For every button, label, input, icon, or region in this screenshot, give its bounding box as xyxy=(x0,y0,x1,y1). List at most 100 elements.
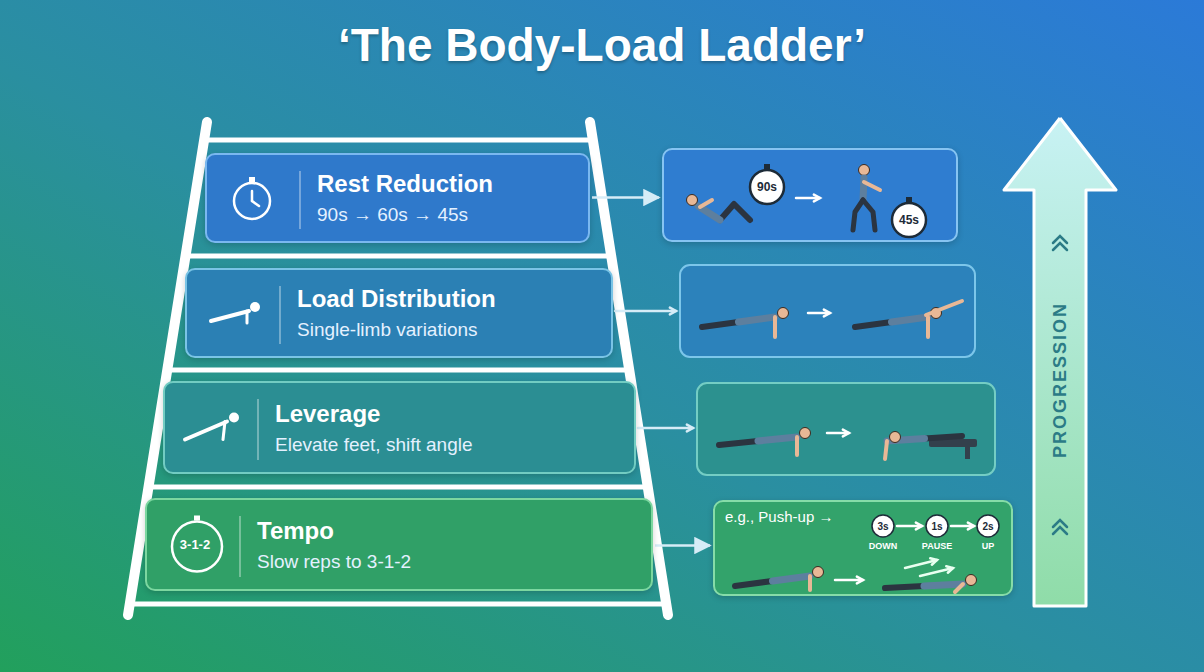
arrow-head xyxy=(843,430,849,437)
illustration-panel xyxy=(680,265,975,357)
figure-limb xyxy=(773,576,811,581)
figure-head xyxy=(800,428,811,439)
stopwatch-face xyxy=(172,522,222,572)
step-detail: Single-limb variations xyxy=(297,319,496,341)
figure-limb xyxy=(795,437,799,455)
arrow-head xyxy=(824,310,830,317)
bench-leg xyxy=(965,447,970,459)
ladder-step-box: TempoSlow reps to 3-1-2 xyxy=(145,498,653,591)
figure-limb xyxy=(773,317,777,337)
arrow-head xyxy=(946,566,953,573)
step-heading: Load Distribution xyxy=(297,285,496,313)
figure-limb xyxy=(615,310,676,313)
figure-limb xyxy=(926,301,962,315)
figure-limb xyxy=(885,441,887,459)
text-stack: Rest Reduction90s → 60s → 45s xyxy=(317,155,493,241)
figure-limb xyxy=(739,317,776,322)
stopwatch-face xyxy=(892,203,926,237)
chevron xyxy=(1053,243,1067,250)
diagram-title: ‘The Body-Load Ladder’ xyxy=(0,18,1204,72)
figure-limb xyxy=(720,204,750,220)
divider xyxy=(239,516,241,577)
phase-label: DOWN xyxy=(869,541,898,551)
stopwatch-knob xyxy=(906,197,912,202)
step-detail: Elevate feet, shift angle xyxy=(275,434,473,456)
stopwatch-knob xyxy=(194,516,200,521)
time-value: 1s xyxy=(931,521,942,532)
ladder xyxy=(128,122,668,615)
figure-limb xyxy=(185,422,227,440)
connector-arrow xyxy=(592,196,659,199)
progression-arrow-shape xyxy=(1004,118,1116,606)
ladder-rung xyxy=(149,485,648,490)
figure-limb xyxy=(702,322,739,327)
divider xyxy=(279,286,281,344)
stopwatch-face xyxy=(750,170,784,204)
figure-limb xyxy=(758,437,797,441)
figure-head xyxy=(966,575,977,586)
stopwatch-knob xyxy=(249,177,255,182)
node-art xyxy=(187,270,587,360)
illustration-panel xyxy=(697,383,995,475)
time-value: 2s xyxy=(982,521,993,532)
figure-head xyxy=(687,195,698,206)
example-panel: 90s 45s xyxy=(662,148,958,242)
figure-limb xyxy=(808,576,812,590)
divider xyxy=(299,171,301,229)
ladder-step-box: Rest Reduction90s → 60s → 45s xyxy=(205,153,590,243)
text-stack: TempoSlow reps to 3-1-2 xyxy=(257,500,411,589)
example-caption: e.g., Push-up → xyxy=(725,508,833,525)
time-badge xyxy=(977,515,999,537)
arrow-head xyxy=(670,308,676,315)
phase-label: UP xyxy=(982,541,995,551)
node-art xyxy=(165,383,565,476)
figure-limb xyxy=(251,191,254,201)
progression-arrow xyxy=(1004,118,1116,606)
node-art xyxy=(664,150,1064,244)
icon-text: 3-1-2 xyxy=(180,537,210,552)
figure-limb xyxy=(211,311,249,321)
ladder-rung xyxy=(186,254,612,259)
figure-limb xyxy=(885,586,924,588)
node-art xyxy=(207,155,607,245)
time-badge xyxy=(872,515,894,537)
arrow-head xyxy=(916,523,922,530)
ladder-step-box: Load DistributionSingle-limb variations xyxy=(185,268,613,358)
figure-limb xyxy=(926,317,930,337)
figure-limb xyxy=(719,441,758,445)
arrow-head xyxy=(857,577,863,584)
figure-limb xyxy=(924,584,963,586)
figure-limb xyxy=(892,317,929,322)
figure-limb xyxy=(955,584,963,592)
arrow-head xyxy=(687,425,693,432)
figure-limb xyxy=(700,200,712,207)
text-stack: LeverageElevate feet, shift angle xyxy=(275,383,473,472)
connector-arrow xyxy=(655,544,710,547)
figure-limb xyxy=(735,581,773,586)
time-value: 90s xyxy=(757,180,777,194)
figure-head xyxy=(859,165,870,176)
step-heading: Tempo xyxy=(257,517,411,545)
time-badge xyxy=(926,515,948,537)
step-heading: Leverage xyxy=(275,400,473,428)
figure-limb xyxy=(223,422,225,440)
stopwatch-knob xyxy=(764,164,770,169)
figure-head xyxy=(778,308,789,319)
time-value: 45s xyxy=(899,213,919,227)
step-detail: 90s → 60s → 45s xyxy=(317,204,493,226)
ladder-step-box: LeverageElevate feet, shift angle xyxy=(163,381,636,474)
arrow-head xyxy=(814,195,820,202)
step-detail: Slow reps to 3-1-2 xyxy=(257,551,411,573)
figure-limb xyxy=(863,200,875,230)
panel-frame xyxy=(680,265,975,357)
figure-limb xyxy=(252,201,259,206)
figure-head xyxy=(813,567,824,578)
arrow-head xyxy=(930,558,937,565)
figure-limb xyxy=(855,322,892,327)
stopwatch-face xyxy=(234,183,270,219)
ladder-rung xyxy=(130,602,666,607)
divider xyxy=(257,399,259,460)
panel-frame xyxy=(697,383,995,475)
ladder-rung xyxy=(167,368,629,373)
